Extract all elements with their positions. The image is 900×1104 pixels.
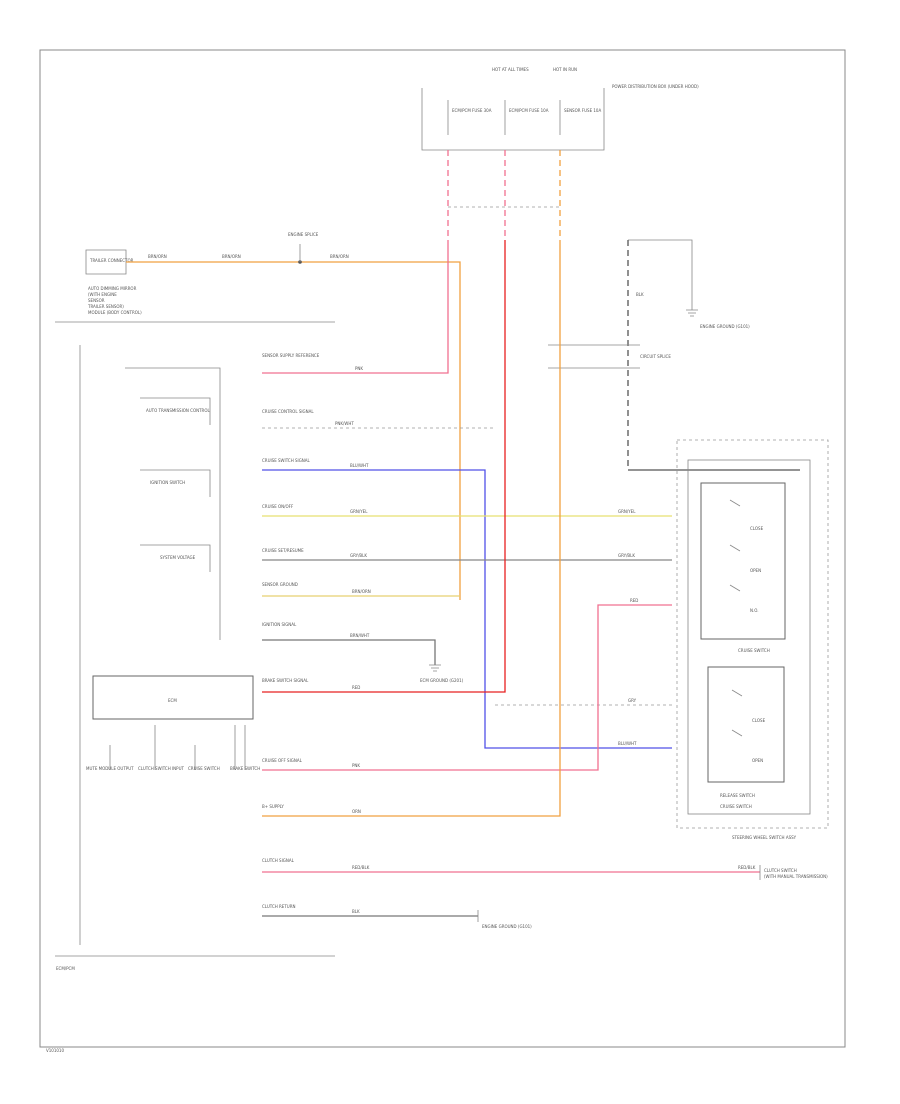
pin-12-wire-label: BLK xyxy=(352,909,360,914)
trailer-note-3: SENSOR xyxy=(88,298,105,303)
ecm-output-2: CLUTCH SWITCH INPUT xyxy=(138,766,184,771)
page-code: V101010 xyxy=(46,1048,64,1053)
trailer-note-2: (WITH ENGINE xyxy=(88,292,117,297)
pin-1-wire-label: PNK xyxy=(355,366,363,371)
ecm-sub-block-1: AUTO TRANSMISSION CONTROL xyxy=(146,408,210,413)
pin-10-name: B+ SUPPLY xyxy=(262,804,284,809)
gry-to-switch-label: GRY/BLK xyxy=(618,553,635,558)
fuse-panel-header-right: HOT IN RUN xyxy=(553,67,577,72)
pin-8-name: BRAKE SWITCH SIGNAL xyxy=(262,678,309,683)
pin-10-wire xyxy=(262,240,561,817)
switch-assembly-outline xyxy=(676,439,829,829)
right-ground-symbol xyxy=(686,309,698,317)
clutch-switch-sub: (WITH MANUAL TRANSMISSION) xyxy=(764,874,828,879)
assembly-label: CRUISE SWITCH xyxy=(720,804,752,809)
fuse-panel-side-label: POWER DISTRIBUTION BOX (UNDER HOOD) xyxy=(612,84,699,89)
gray-short-label: GRY xyxy=(628,698,637,703)
ecm-output-4: BRAKE SWITCH xyxy=(230,766,260,771)
trailer-connector-label: TRAILER CONNECTOR xyxy=(89,258,134,263)
ecm-main-block xyxy=(92,675,254,720)
pin-3-wire xyxy=(262,469,672,749)
ecm-sub-block-3: SYSTEM VOLTAGE xyxy=(160,555,196,560)
pin-10-wire-label: ORN xyxy=(352,809,361,814)
pin-2-wire-label: PNK/WHT xyxy=(335,421,354,426)
trailer-connector-box xyxy=(85,249,127,275)
right-ground-label: ENGINE GROUND (G101) xyxy=(700,324,750,329)
lower-group-label: RELEASE SWITCH xyxy=(720,793,755,798)
switch-assembly-footer: STEERING WHEEL SWITCH ASSY xyxy=(732,835,797,840)
red-to-switch-label: RED xyxy=(630,598,638,603)
ecm-sub-block-2-outline xyxy=(140,469,211,497)
trailer-note-5: MODULE (BODY CONTROL) xyxy=(88,310,142,315)
lower-switch-blades xyxy=(731,689,743,737)
ecm-footer-label: ECM/PCM xyxy=(56,966,75,971)
trailer-note-1: AUTO DIMMING MIRROR xyxy=(88,286,137,291)
trailer-note-4: TRAILER SENSOR) xyxy=(87,304,124,309)
right-ground-bracket xyxy=(628,239,693,310)
pin-6-name: SENSOR GROUND xyxy=(262,582,298,587)
trailer-orange-wire xyxy=(126,261,461,600)
pin-3-wire-label: BLU/WHT xyxy=(350,463,369,468)
bottom-ground-label: ENGINE GROUND (G101) xyxy=(482,924,532,929)
ecm-internal-bracket xyxy=(125,367,221,640)
grn-to-switch-label: GRN/YEL xyxy=(618,509,636,514)
black-vertical-wire-label: BLK xyxy=(636,292,644,297)
ecm-output-3: CRUISE SWITCH xyxy=(188,766,220,771)
pin-6-wire-label: BRN/ORN xyxy=(352,589,371,594)
pin-7-wire-label: BRN/WHT xyxy=(350,633,370,638)
pin-9-name: CRUISE OFF SIGNAL xyxy=(262,758,303,763)
pin-1-wire xyxy=(262,240,449,374)
pin-2-name: CRUISE CONTROL SIGNAL xyxy=(262,409,314,414)
pin-8-wire-label: RED xyxy=(352,685,360,690)
pin-9-wire xyxy=(262,604,672,771)
trailer-wire-label-3: BRN/ORN xyxy=(330,254,349,259)
fuse-3-label: SENSOR FUSE 10A xyxy=(564,108,601,113)
clutch-switch-label: CLUTCH SWITCH xyxy=(764,868,797,873)
mid-ground-label: ECM GROUND (G201) xyxy=(420,678,464,683)
ecm-sub-block-3-outline xyxy=(140,544,211,572)
switch-upper-group xyxy=(700,482,786,640)
upper-contact-1: CLOSE xyxy=(750,526,764,531)
pin-7-name: IGNITION SIGNAL xyxy=(262,622,297,627)
pin-7-wire xyxy=(262,639,436,665)
pin-5-name: CRUISE SET/RESUME xyxy=(262,548,304,553)
pin-12-name: CLUTCH RETURN xyxy=(262,904,295,909)
pin-11-name: CLUTCH SIGNAL xyxy=(262,858,295,863)
junction-label: CIRCUIT SPLICE xyxy=(640,354,671,359)
pin-4-wire-label: GRN/YEL xyxy=(350,509,368,514)
fuse-panel-header-left: HOT AT ALL TIMES xyxy=(492,67,529,72)
fuse-panel-outline xyxy=(421,88,605,151)
trailer-wire-label-1: BRN/ORN xyxy=(148,254,167,259)
switch-assembly-inner xyxy=(687,459,811,815)
pin-8-wire xyxy=(262,240,506,693)
clutch-right-label: RED/BLK xyxy=(738,865,756,870)
ecm-output-1: MUTE MODULE OUTPUT xyxy=(86,766,134,771)
upper-contact-2: OPEN xyxy=(750,568,761,573)
upper-contact-3: N.O. xyxy=(750,608,759,613)
lower-contact-1: CLOSE xyxy=(752,718,766,723)
fuse-1-label: ECM/PCM FUSE 30A xyxy=(452,108,492,113)
ecm-bottom-leaders xyxy=(109,725,246,770)
pin-5-wire-label: GRY/BLK xyxy=(350,553,367,558)
pin-9-wire-label: PNK xyxy=(352,763,360,768)
pin-11-wire-label: RED/BLK xyxy=(352,865,370,870)
ecm-sub-block-2: IGNITION SWITCH xyxy=(150,480,185,485)
pin-3-name: CRUISE SWITCH SIGNAL xyxy=(262,458,311,463)
blue-to-switch-label: BLU/WHT xyxy=(618,741,637,746)
pin-1-name: SENSOR SUPPLY REFERENCE xyxy=(262,353,320,358)
pin-4-name: CRUISE ON/OFF xyxy=(262,504,294,509)
engine-splice-label: ENGINE SPLICE xyxy=(288,232,319,237)
upper-group-label: CRUISE SWITCH xyxy=(738,648,770,653)
ecm-main-block-label: ECM xyxy=(168,698,177,703)
diagram-frame xyxy=(39,49,846,1048)
mid-ground-symbol xyxy=(429,664,441,672)
trailer-wire-label-2: BRN/ORN xyxy=(222,254,241,259)
lower-contact-2: OPEN xyxy=(752,758,763,763)
fuse-2-label: ECM/PCM FUSE 10A xyxy=(509,108,549,113)
ecm-sub-block-1-outline xyxy=(140,397,211,425)
switch-lower-group xyxy=(707,666,785,783)
upper-switch-blades xyxy=(729,499,741,592)
